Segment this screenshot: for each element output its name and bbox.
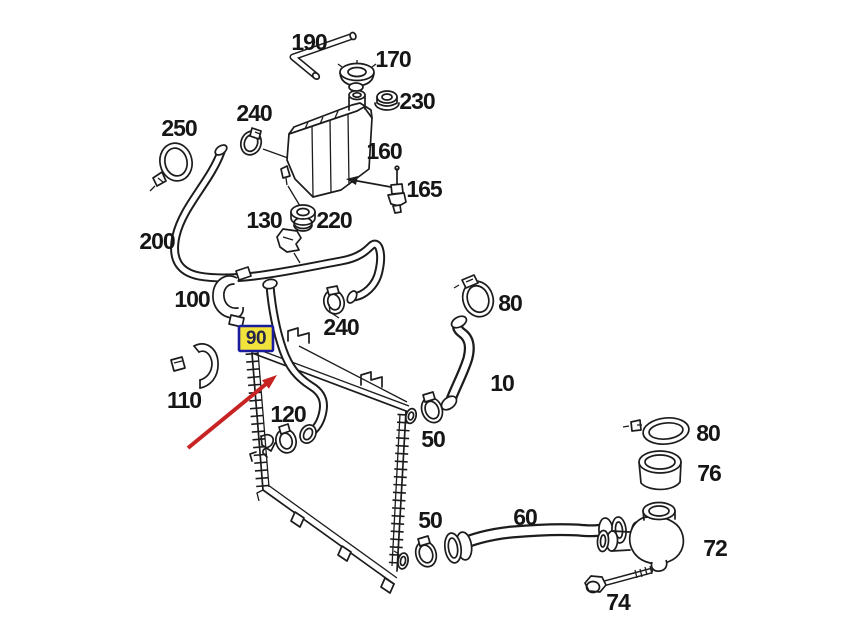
hose-clamp-120 (275, 423, 297, 454)
hose-clamp-50-upper (420, 391, 444, 424)
bolt-74 (584, 565, 653, 594)
part-label-74: 74 (606, 589, 631, 615)
radiator-right-edge (396, 410, 407, 572)
part-label-170: 170 (375, 46, 411, 72)
part-label-240b: 240 (323, 314, 359, 340)
hose-clamp-250 (149, 142, 193, 192)
hose-90-highlighted-part (262, 278, 328, 444)
radiator-bracket (360, 371, 383, 388)
pointer-arrow-shaft (186, 381, 269, 450)
temperature-sensor-165 (346, 165, 407, 214)
highlight-box[interactable] (237, 324, 275, 353)
nut-230 (374, 90, 400, 111)
part-label-190: 190 (291, 29, 327, 55)
radiator-bracket (287, 327, 310, 344)
highlight-label: 90 (246, 328, 266, 349)
part-label-80b: 80 (696, 420, 720, 446)
hose-200 (170, 144, 386, 304)
retaining-clip-100 (212, 266, 252, 328)
part-label-240a: 240 (236, 100, 272, 126)
sealing-cap-220 (290, 204, 316, 232)
part-label-160: 160 (366, 138, 402, 164)
part-label-200: 200 (139, 228, 175, 254)
highlighted-callout-90[interactable]: 90 (237, 324, 275, 353)
hose-clamp-80-lower (622, 416, 690, 446)
radiator (245, 327, 418, 594)
part-label-165: 165 (406, 176, 443, 202)
pointer-arrow (186, 375, 277, 450)
tank-drain-spout (280, 165, 291, 186)
part-label-80a: 80 (498, 290, 522, 316)
leader-line (293, 252, 301, 264)
leader-line (328, 303, 340, 319)
hose-clamp-80-upper (453, 274, 495, 318)
hose-10-open-end (450, 315, 468, 329)
part-label-100: 100 (174, 286, 210, 312)
hose-60 (443, 516, 627, 564)
part-label-50a: 50 (421, 426, 445, 452)
part-label-130: 130 (246, 207, 282, 233)
part-label-60: 60 (513, 504, 537, 530)
radiator-cap-170 (337, 60, 377, 87)
part-label-10: 10 (490, 370, 514, 396)
expansion-tank-160 (280, 82, 373, 207)
part-label-72: 72 (703, 535, 727, 561)
thermostat-side-port (596, 529, 631, 553)
thermostat-housing-72 (596, 501, 685, 572)
tank-filler-neck (348, 82, 366, 111)
hose-clamp-240-top (239, 127, 289, 159)
sensor-pointer-line (351, 179, 392, 188)
radiator-outlet-port (393, 550, 409, 570)
radiator-top-edge (251, 352, 407, 412)
part-label-50b: 50 (418, 507, 442, 533)
hose-200-open-end (346, 290, 358, 304)
bracket-110 (170, 343, 219, 389)
sensor-pointer-arrowhead (346, 176, 358, 185)
radiator-foot (337, 545, 352, 562)
radiator-side-hook (261, 433, 275, 458)
part-label-220: 220 (316, 207, 352, 233)
part-label-76: 76 (697, 460, 721, 486)
leader-line (262, 148, 289, 159)
part-label-120: 120 (270, 401, 306, 427)
part-label-250: 250 (161, 115, 197, 141)
part-label-110: 110 (167, 387, 201, 413)
radiator-bottom-edge (262, 489, 395, 585)
hose-clamp-50-lower (414, 535, 438, 568)
radiator-inlet-port (404, 407, 418, 425)
hose-clamp-240-mid (322, 285, 346, 319)
radiator-foot (380, 577, 395, 594)
part-label-230: 230 (399, 88, 435, 114)
hose-200-open-end (214, 144, 228, 156)
connecting-sleeve-76 (638, 450, 682, 491)
radiator-mount-rail (298, 345, 408, 403)
vent-pipe-190 (289, 31, 357, 81)
radiator-left-edge (251, 352, 264, 491)
leader-line (287, 185, 301, 207)
radiator-side-bracket (260, 435, 276, 452)
hose-10 (440, 315, 475, 411)
bracket-130 (276, 228, 302, 264)
pointer-arrowhead (261, 375, 277, 389)
radiator-foot (290, 511, 305, 528)
hose-90-open-end (262, 278, 278, 290)
